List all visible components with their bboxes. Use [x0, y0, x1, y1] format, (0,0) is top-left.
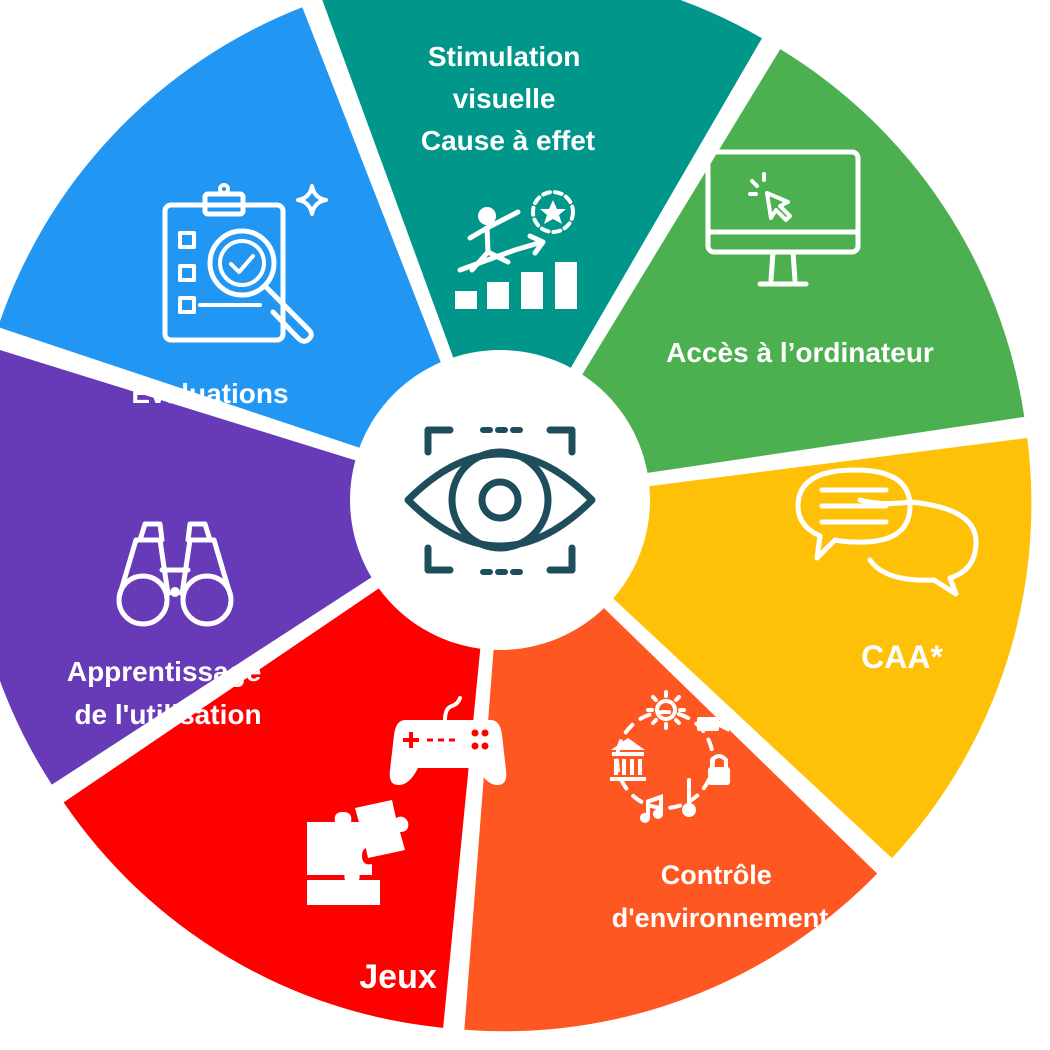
gamepad-puzzle-icon: [307, 696, 507, 905]
smart-home-cycle-icon: [610, 690, 730, 823]
rising-person-icon: [455, 190, 577, 309]
label-stimulation-line-1: Stimulation: [428, 41, 580, 72]
label-stimulation-line-2: visuelle: [453, 83, 556, 114]
label-stimulation: Stimulation visuelle Cause à effet: [421, 41, 595, 156]
segment-apprentissage: [0, 350, 489, 785]
label-caa-line-1: CAA*: [861, 639, 943, 675]
label-ordinateur: Accès à l’ordinateur: [666, 337, 934, 368]
label-evaluations: Evaluations: [131, 378, 288, 409]
binoculars-icon: [116, 521, 234, 627]
clipboard-magnifier-icon: [162, 183, 328, 344]
label-jeux: Jeux: [359, 958, 437, 996]
segment-jeux: [63, 510, 494, 1028]
label-apprentissage-line-2: de l'utilisation: [74, 699, 261, 730]
segment-controle: [464, 511, 878, 1032]
label-apprentissage-line-1: Apprentissage: [67, 656, 262, 687]
segment-ordinateur: [509, 49, 1025, 494]
label-caa: CAA*: [861, 639, 943, 675]
label-controle-line-1: Contrôle: [661, 860, 772, 890]
speech-bubbles-icon: [795, 467, 979, 597]
label-controle: Contrôle d'environnement: [612, 860, 828, 933]
segment-evaluations: [0, 7, 492, 492]
label-stimulation-line-3: Cause à effet: [421, 125, 595, 156]
label-apprentissage: Apprentissage de l'utilisation: [67, 656, 269, 730]
label-ordinateur-line-1: Accès à l’ordinateur: [666, 337, 934, 368]
center-hub: [368, 368, 632, 632]
label-controle-line-2: d'environnement: [612, 903, 828, 933]
computer-monitor-icon: [705, 149, 861, 287]
label-jeux-line-1: Jeux: [359, 958, 437, 996]
label-evaluations-line-1: Evaluations: [131, 378, 288, 409]
eye-tracking-icon: [404, 426, 596, 575]
